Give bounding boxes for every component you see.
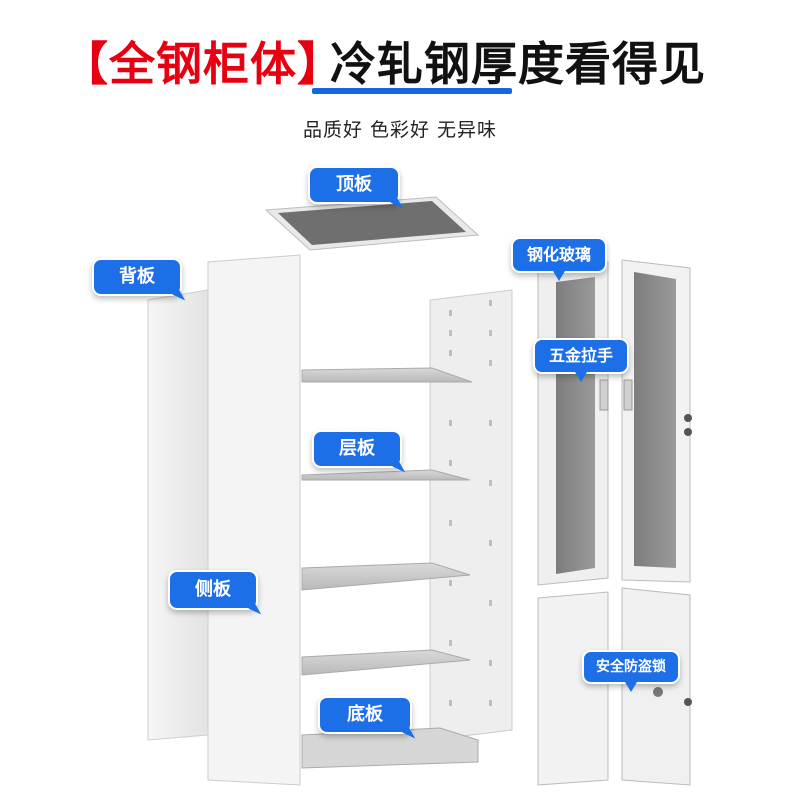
tagline: 品质好 色彩好 无异味 xyxy=(302,119,498,141)
shelves-shape xyxy=(301,367,479,769)
lower-doors-shape xyxy=(537,587,692,786)
back-panel-label: 背板 xyxy=(92,258,182,296)
bottom-panel-label: 底板 xyxy=(318,696,412,734)
left-side-panel-shape xyxy=(207,254,301,786)
right-side-panel-shape xyxy=(429,289,513,741)
glass-doors-shape xyxy=(537,259,692,586)
page-title: 冷轧钢厚度看得见 xyxy=(330,37,706,91)
back-panel-shape xyxy=(147,289,209,741)
top-panel-label: 顶板 xyxy=(308,166,400,204)
bracket-title: 【全钢柜体】 xyxy=(62,37,344,91)
hardware-handle-label: 五金拉手 xyxy=(533,338,629,382)
tempered-glass-label: 钢化玻璃 xyxy=(511,237,607,281)
security-lock-label: 安全防盗锁 xyxy=(582,650,680,692)
top-panel-shape xyxy=(264,196,480,251)
title-underline xyxy=(312,88,512,94)
shelf-label: 层板 xyxy=(312,430,402,468)
side-panel-label: 侧板 xyxy=(168,570,258,610)
header: 【全钢柜体】 冷轧钢厚度看得见 xyxy=(0,28,800,98)
